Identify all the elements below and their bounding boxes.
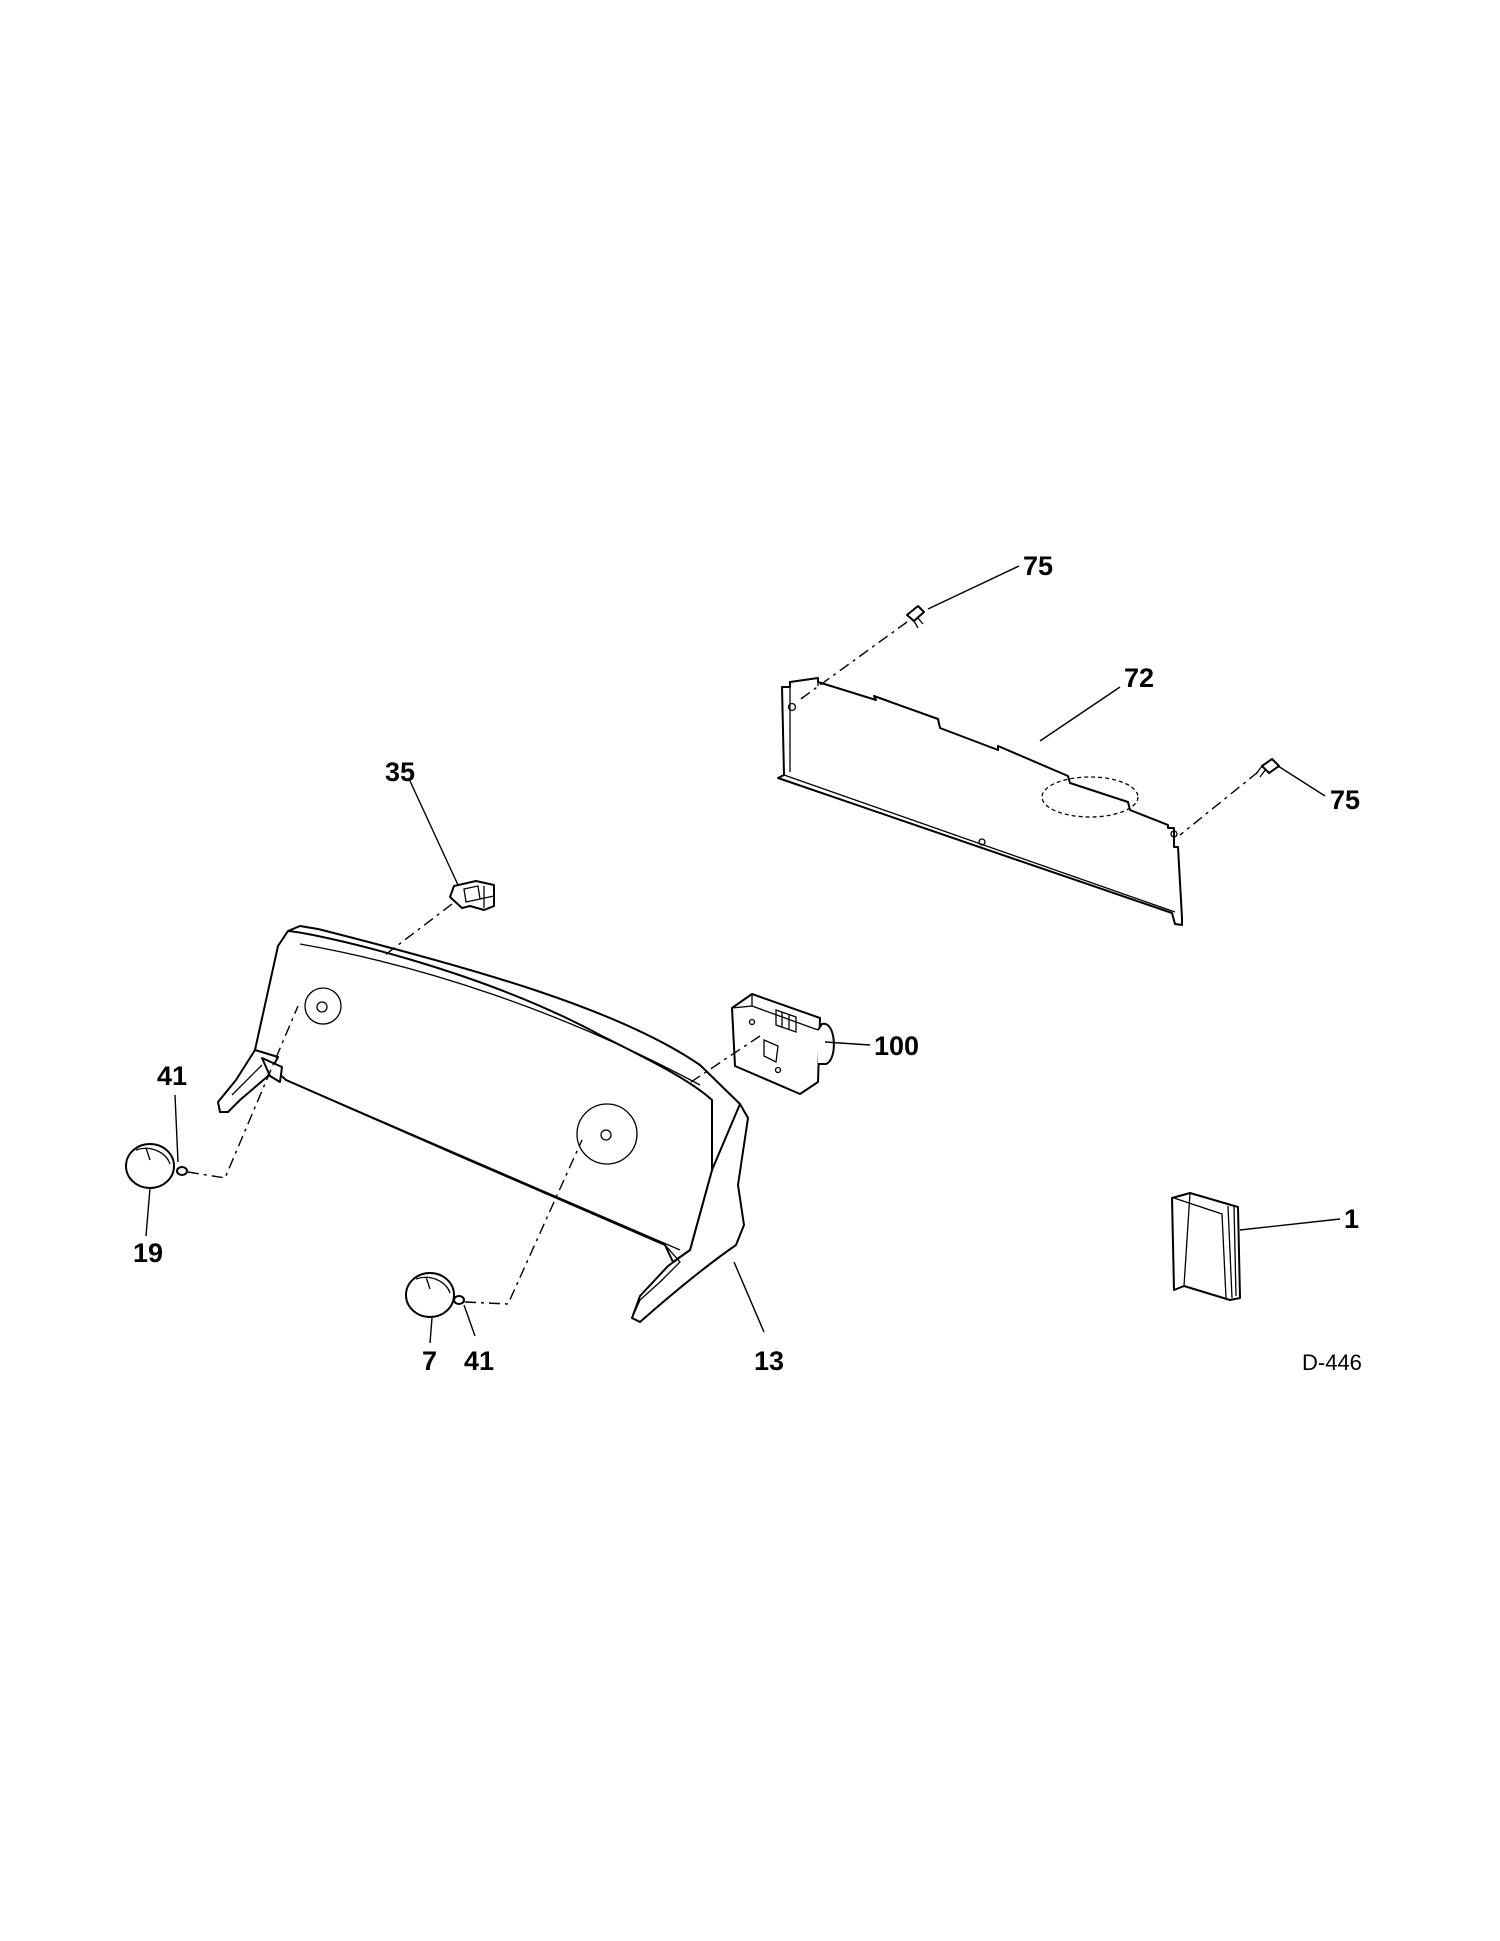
callout-screw-top: 75 xyxy=(1023,551,1053,581)
callout-console: 13 xyxy=(754,1346,784,1376)
screw-right-part xyxy=(1255,758,1280,778)
figure-id: D-446 xyxy=(1302,1350,1362,1375)
knob-center-part xyxy=(405,1272,455,1318)
screw-top-part xyxy=(906,605,925,629)
knob-left-part xyxy=(125,1143,175,1189)
console-part xyxy=(217,925,749,1323)
assembly-lines xyxy=(187,621,1259,1305)
switch-part xyxy=(449,880,495,911)
manual-part xyxy=(1171,1192,1241,1301)
callout-panel: 72 xyxy=(1124,663,1154,693)
callout-switch: 35 xyxy=(385,757,415,787)
callout-screw-right: 75 xyxy=(1330,785,1360,815)
callout-knob-left: 19 xyxy=(133,1238,163,1268)
callout-knob-center: 7 xyxy=(422,1346,437,1376)
timer-part xyxy=(731,993,835,1095)
leader-lines xyxy=(145,565,1341,1344)
callout-seal-center: 41 xyxy=(464,1346,494,1376)
seal-center-part xyxy=(453,1295,465,1305)
callout-seal-left: 41 xyxy=(157,1061,187,1091)
callout-timer: 100 xyxy=(874,1031,919,1061)
seal-left-part xyxy=(176,1166,188,1176)
rear-panel-part xyxy=(777,677,1183,926)
callout-manual: 1 xyxy=(1344,1204,1359,1234)
